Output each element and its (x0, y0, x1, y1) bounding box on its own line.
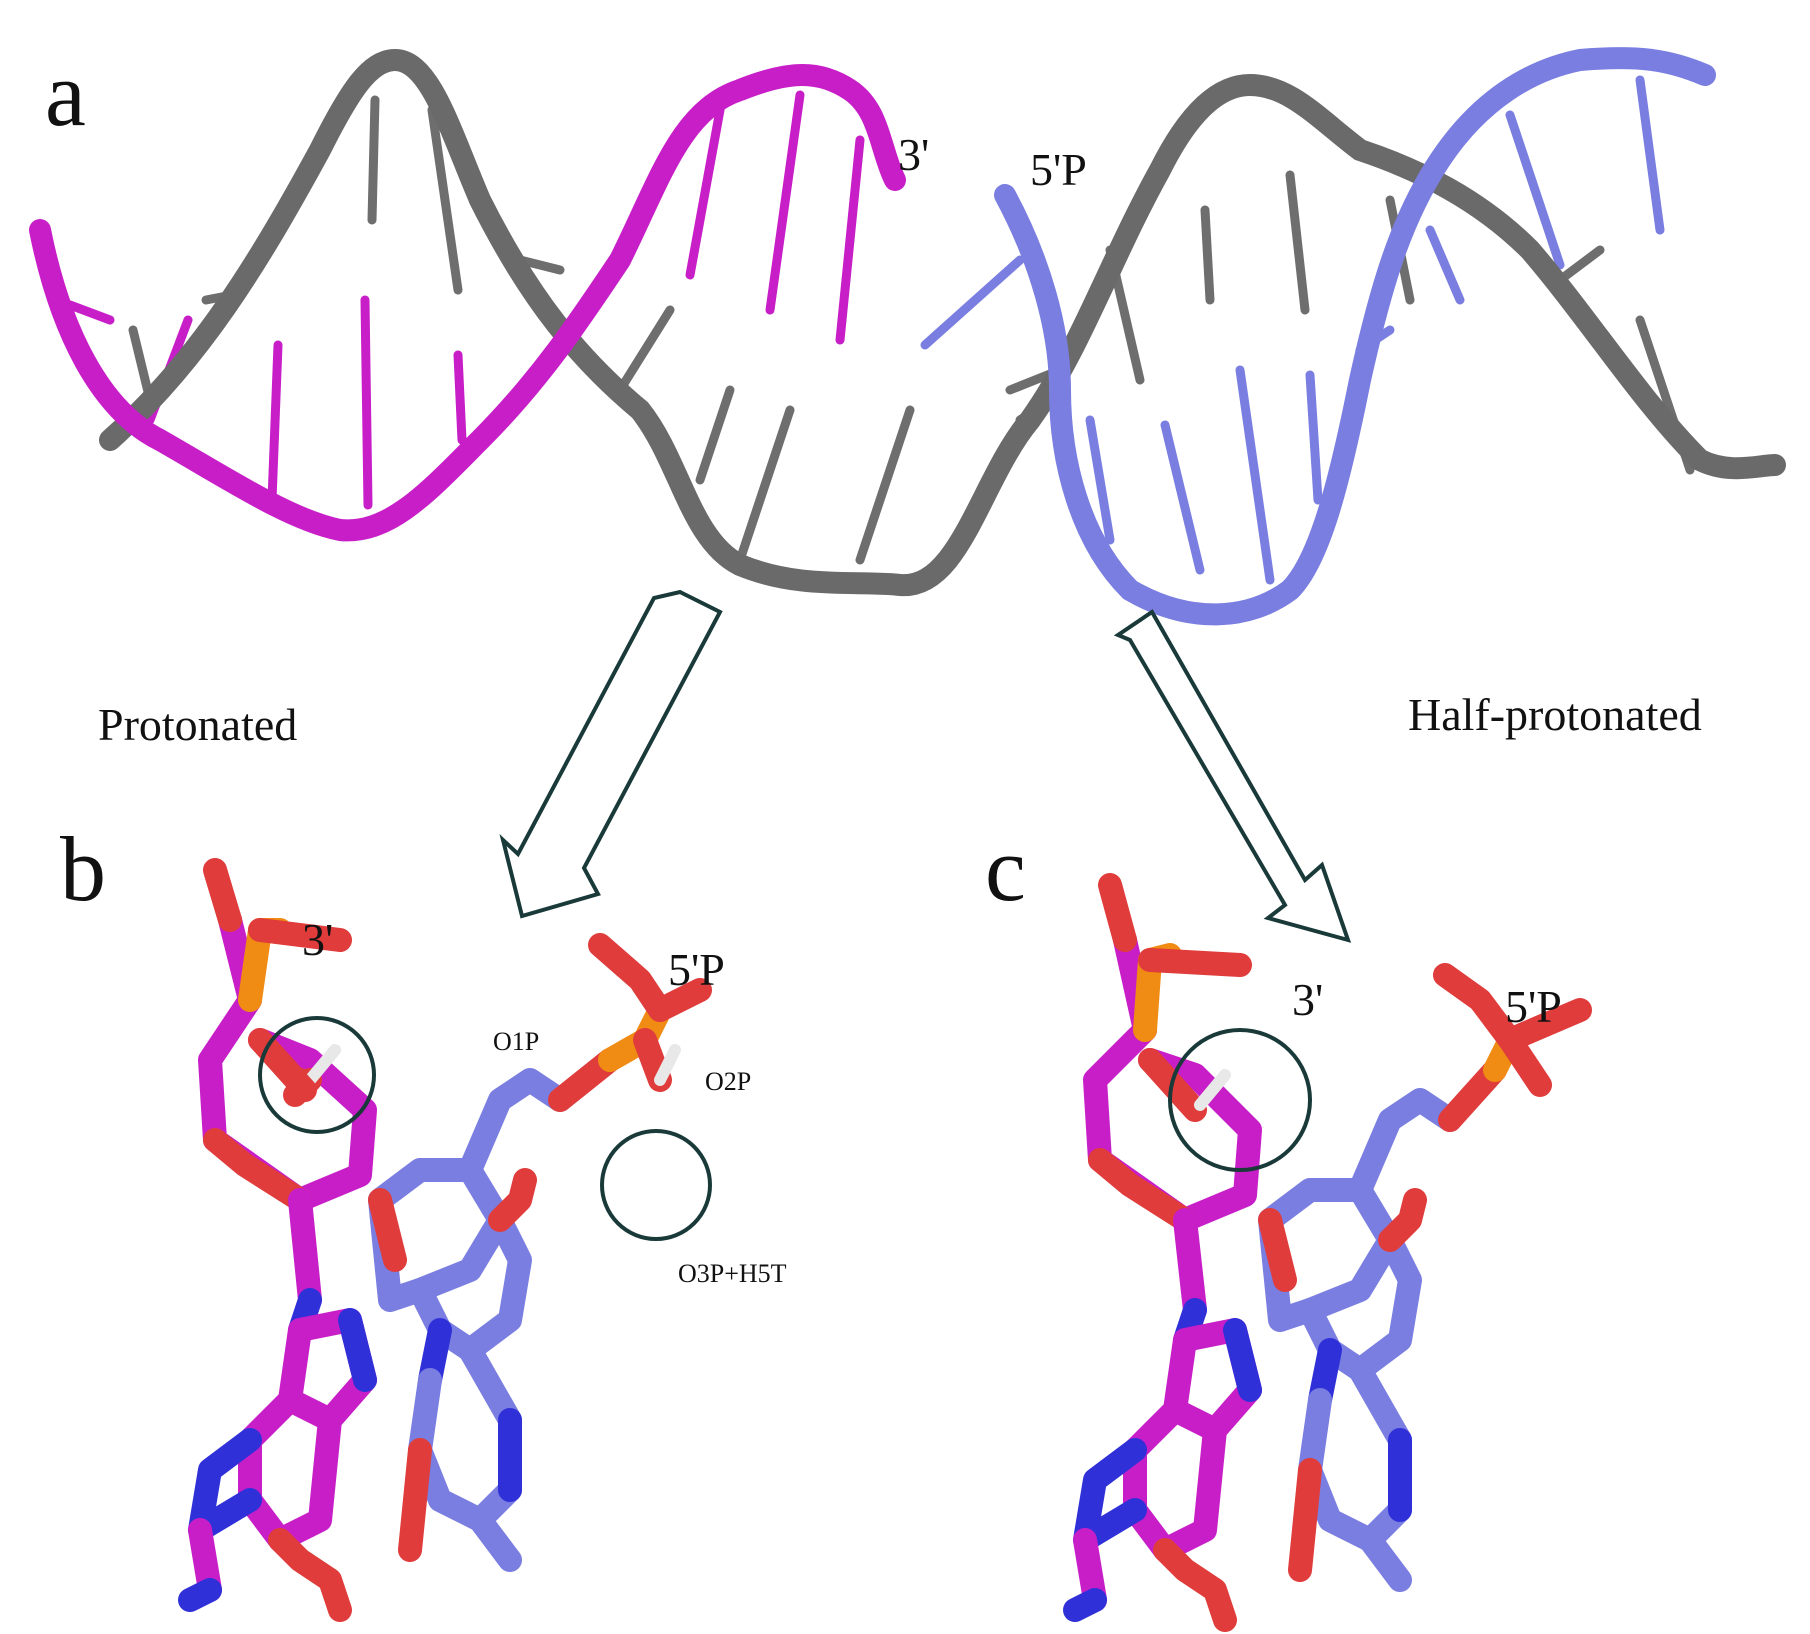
half-protonated-label: Half-protonated (1408, 689, 1702, 740)
panel-b-letter: b (60, 818, 106, 920)
atom-o1p-label: O1P (493, 1027, 539, 1056)
panel-a-helix (29, 47, 1786, 626)
panel-a-3prime-label: 3' (898, 129, 929, 180)
panel-c-letter: c (985, 818, 1026, 920)
blue-strand (994, 47, 1716, 626)
atom-o2p-label: O2P (705, 1067, 751, 1096)
panel-b-5primeP-label: 5'P (668, 944, 725, 995)
panel-a-letter: a (45, 43, 86, 145)
panel-a-5primeP-label: 5'P (1030, 144, 1087, 195)
panel-c-3prime-label: 3' (1292, 974, 1323, 1025)
panel-c-molecule (1063, 873, 1592, 1632)
panel-b-3prime-circle-icon (258, 1016, 376, 1134)
panel-c-5primeP-label: 5'P (1505, 981, 1562, 1032)
panel-c-3prime-circle-icon (1168, 1028, 1312, 1172)
gray-strand (99, 48, 1786, 597)
hollow-arrow-down-left-icon (499, 589, 723, 919)
magenta-base-rungs (65, 90, 865, 510)
panel-b-3prime-label: 3' (302, 914, 333, 965)
panel-b-molecule (178, 858, 712, 1622)
magenta-strand (29, 64, 906, 542)
atom-o3p-h5t-label: O3P+H5T (678, 1259, 787, 1288)
hollow-arrow-down-right-icon (1113, 609, 1352, 943)
protonated-label: Protonated (98, 699, 297, 750)
panel-b-o3p-circle-icon (600, 1129, 712, 1241)
